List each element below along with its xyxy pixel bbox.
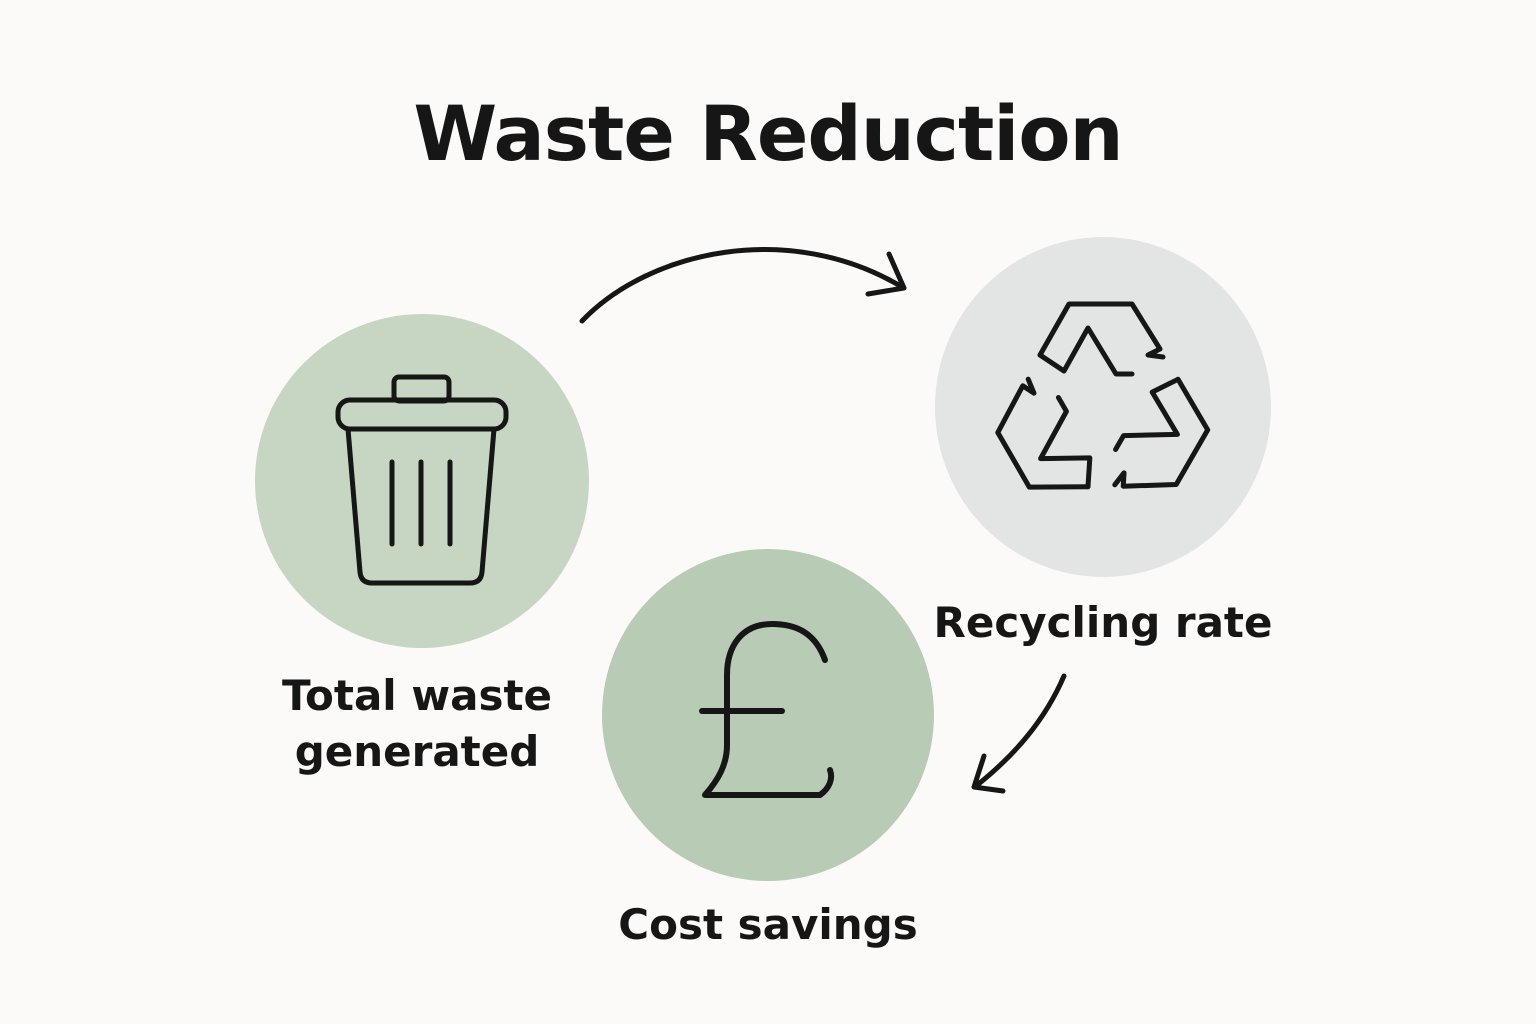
arrow-recycling-to-cost: [971, 673, 1067, 794]
recycling-node-circle: [935, 237, 1271, 577]
cost-node-label: Cost savings: [618, 900, 918, 949]
recycling-node-label: Recycling rate: [933, 598, 1273, 647]
waste-node-label: Total waste generated: [281, 671, 553, 776]
cost-node-circle: [602, 549, 934, 881]
waste-node-circle: [255, 314, 589, 648]
arrow-waste-to-recycling: [579, 247, 907, 324]
diagram-title: Waste Reduction: [413, 89, 1123, 178]
